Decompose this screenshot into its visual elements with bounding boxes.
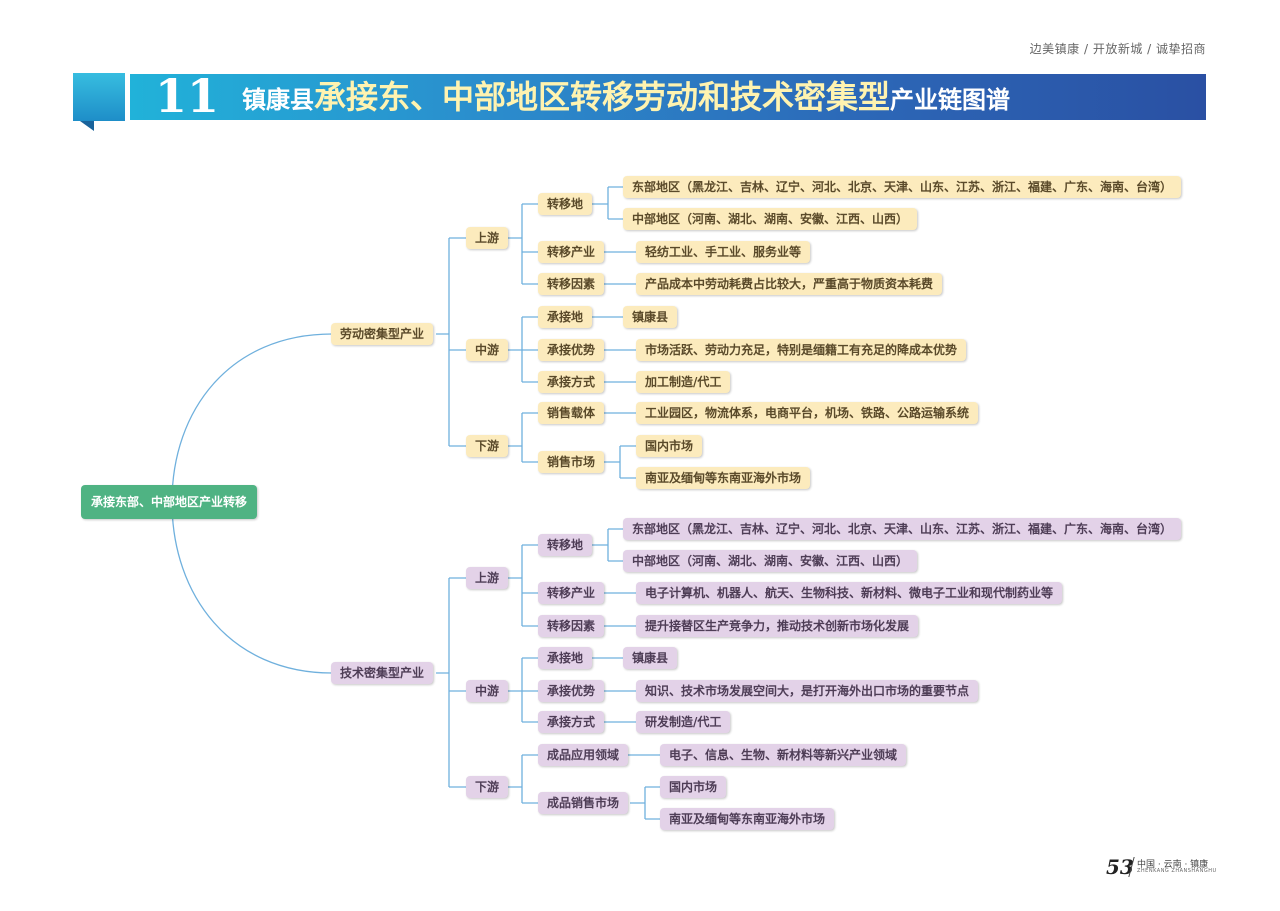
tech-mode-value: 研发制造/代工 bbox=[636, 711, 731, 733]
labor-transfer-industry-value: 轻纺工业、手工业、服务业等 bbox=[636, 241, 811, 263]
labor-mode-value: 加工制造/代工 bbox=[636, 371, 731, 393]
section-tab bbox=[73, 73, 125, 121]
labor-overseas-market-node: 南亚及缅甸等东南亚海外市场 bbox=[636, 467, 811, 489]
tech-transfer-factor-value: 提升接替区生产竞争力，推动技术创新市场化发展 bbox=[636, 615, 919, 637]
labor-midstream-node: 中游 bbox=[466, 339, 509, 361]
section-number: 11 bbox=[155, 69, 220, 123]
labor-industry-node: 劳动密集型产业 bbox=[331, 323, 434, 345]
labor-downstream-node: 下游 bbox=[466, 435, 509, 457]
header-slogan: 边美镇康 / 开放新城 / 诚挚招商 bbox=[1029, 42, 1206, 56]
labor-east-region-node: 东部地区（黑龙江、吉林、辽宁、河北、北京、天津、山东、江苏、浙江、福建、广东、海… bbox=[623, 176, 1182, 198]
tech-transfer-industry-node: 转移产业 bbox=[538, 582, 605, 604]
footer-region-en: ZHENKANG ZHANSHANGHU bbox=[1137, 868, 1217, 874]
tech-sales-market-node: 成品销售市场 bbox=[538, 792, 629, 814]
tech-domestic-market-node: 国内市场 bbox=[660, 776, 727, 798]
tech-central-region-node: 中部地区（河南、湖北、湖南、安徽、江西、山西） bbox=[623, 550, 918, 572]
tech-transfer-factor-node: 转移因素 bbox=[538, 615, 605, 637]
tech-upstream-node: 上游 bbox=[466, 567, 509, 589]
tech-receiving-place-node: 承接地 bbox=[538, 647, 593, 669]
labor-advantage-value: 市场活跃、劳动力充足，特别是缅籍工有充足的降成本优势 bbox=[636, 339, 967, 361]
labor-upstream-node: 上游 bbox=[466, 227, 509, 249]
tech-downstream-node: 下游 bbox=[466, 776, 509, 798]
tech-mode-node: 承接方式 bbox=[538, 711, 605, 733]
labor-transfer-place-node: 转移地 bbox=[538, 193, 593, 215]
footer-region: 中国 · 云南 · 镇康 bbox=[1137, 860, 1209, 870]
tech-transfer-place-node: 转移地 bbox=[538, 534, 593, 556]
root-node: 承接东部、中部地区产业转移 bbox=[81, 485, 258, 519]
labor-central-region-node: 中部地区（河南、湖北、湖南、安徽、江西、山西） bbox=[623, 208, 918, 230]
section-tab-tail bbox=[80, 121, 94, 131]
tech-overseas-market-node: 南亚及缅甸等东南亚海外市场 bbox=[660, 808, 835, 830]
labor-sales-market-node: 销售市场 bbox=[538, 451, 605, 473]
tech-advantage-node: 承接优势 bbox=[538, 680, 605, 702]
tech-application-node: 成品应用领域 bbox=[538, 744, 629, 766]
labor-receiving-place-node: 承接地 bbox=[538, 306, 593, 328]
tech-transfer-industry-value: 电子计算机、机器人、航天、生物科技、新材料、微电子工业和现代制药业等 bbox=[636, 582, 1063, 604]
title-main: 承接东、中部地区转移劳动和技术密集型 bbox=[314, 78, 891, 116]
labor-mode-node: 承接方式 bbox=[538, 371, 605, 393]
labor-transfer-industry-node: 转移产业 bbox=[538, 241, 605, 263]
tech-industry-node: 技术密集型产业 bbox=[331, 662, 434, 684]
labor-advantage-node: 承接优势 bbox=[538, 339, 605, 361]
title-suffix: 产业链图谱 bbox=[890, 85, 1011, 114]
tech-midstream-node: 中游 bbox=[466, 680, 509, 702]
tech-advantage-value: 知识、技术市场发展空间大，是打开海外出口市场的重要节点 bbox=[636, 680, 979, 702]
labor-receiving-place-value: 镇康县 bbox=[623, 306, 678, 328]
tech-receiving-place-value: 镇康县 bbox=[623, 647, 678, 669]
page-title: 镇康县承接东、中部地区转移劳动和技术密集型产业链图谱 bbox=[242, 80, 1010, 120]
labor-transfer-factor-value: 产品成本中劳动耗费占比较大，严重高于物质资本耗费 bbox=[636, 273, 943, 295]
labor-domestic-market-node: 国内市场 bbox=[636, 435, 703, 457]
title-banner bbox=[130, 74, 1206, 120]
tech-east-region-node: 东部地区（黑龙江、吉林、辽宁、河北、北京、天津、山东、江苏、浙江、福建、广东、海… bbox=[623, 518, 1182, 540]
labor-transfer-factor-node: 转移因素 bbox=[538, 273, 605, 295]
tech-application-value: 电子、信息、生物、新材料等新兴产业领域 bbox=[660, 744, 907, 766]
labor-sales-carrier-value: 工业园区，物流体系，电商平台，机场、铁路、公路运输系统 bbox=[636, 402, 979, 424]
labor-sales-carrier-node: 销售载体 bbox=[538, 402, 605, 424]
title-prefix: 镇康县 bbox=[242, 85, 314, 114]
